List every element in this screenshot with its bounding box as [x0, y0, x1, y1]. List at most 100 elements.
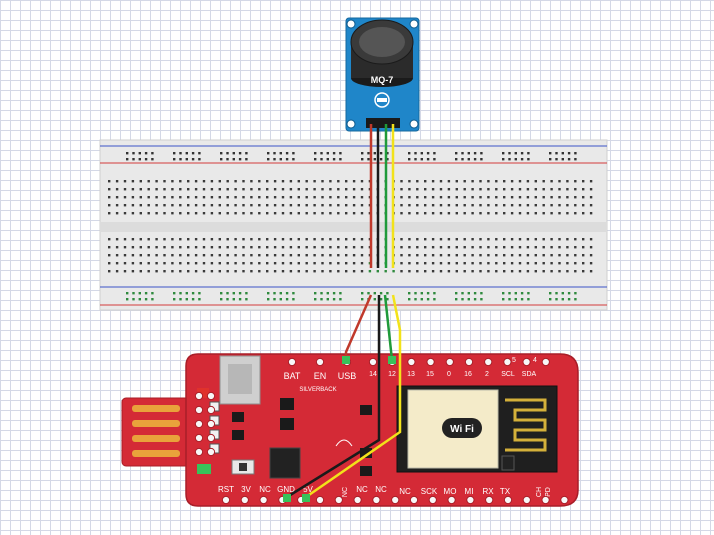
terminal-hole [337, 254, 340, 257]
rail-hole [455, 292, 458, 295]
terminal-hole [108, 246, 111, 249]
header-pad [315, 495, 325, 505]
terminal-hole [503, 246, 506, 249]
rail-hole [279, 298, 282, 301]
terminal-hole [574, 188, 577, 191]
rail-hole [326, 292, 329, 295]
header-pad [522, 495, 531, 505]
terminal-hole [273, 180, 277, 183]
header-pad [428, 495, 437, 505]
rail-hole [467, 158, 470, 161]
pin-label: RX [482, 487, 494, 496]
terminal-hole [360, 204, 364, 207]
rail-hole [138, 158, 141, 161]
terminal-hole [550, 204, 553, 207]
rail-hole [332, 152, 336, 155]
terminal-hole [179, 270, 182, 273]
terminal-hole [408, 270, 411, 273]
rail-hole [567, 158, 571, 161]
rail-hole [473, 292, 477, 295]
terminal-hole [424, 204, 427, 207]
rail-hole [232, 152, 235, 155]
terminal-hole [495, 188, 498, 191]
terminal-hole [408, 262, 411, 265]
led-component [197, 388, 209, 398]
terminal-hole [345, 270, 348, 273]
terminal-hole [147, 238, 150, 241]
terminal-hole [408, 180, 411, 183]
terminal-hole [479, 180, 482, 183]
rail-hole [332, 298, 336, 301]
pin-label: MO [444, 487, 457, 496]
rail-hole [386, 152, 389, 155]
sensor-pin-header [366, 118, 400, 128]
terminal-hole [139, 196, 142, 199]
terminal-hole [234, 270, 237, 273]
rail-hole [320, 158, 323, 161]
rail-hole [408, 152, 411, 155]
rail-hole [220, 292, 223, 295]
pin-number: 4 [533, 357, 537, 364]
terminal-hole [431, 238, 435, 241]
terminal-hole [345, 212, 348, 215]
terminal-hole [337, 196, 340, 199]
terminal-hole [115, 246, 119, 249]
terminal-hole [179, 254, 182, 257]
terminal-hole [424, 212, 427, 215]
terminal-hole [424, 270, 427, 273]
header-pads [194, 357, 569, 505]
terminal-hole [550, 238, 553, 241]
terminal-hole [510, 238, 514, 241]
terminal-hole [234, 212, 237, 215]
terminal-hole [471, 262, 474, 265]
rail-hole [514, 152, 517, 155]
rail-hole [191, 158, 195, 161]
rail-hole [151, 158, 154, 161]
rail-hole [433, 152, 436, 155]
terminal-hole [281, 262, 285, 265]
pin-label: CH [536, 487, 543, 497]
terminal-hole [542, 180, 545, 183]
rail-hole [386, 298, 389, 301]
terminal-hole [321, 254, 324, 257]
terminal-hole [534, 212, 537, 215]
terminal-hole [281, 204, 285, 207]
rail-hole [527, 158, 530, 161]
terminal-hole [289, 238, 293, 241]
terminal-hole [431, 180, 435, 183]
terminal-hole [163, 188, 166, 191]
terminal-hole [202, 270, 206, 273]
terminal-hole [455, 204, 458, 207]
rail-hole [379, 298, 383, 301]
terminal-hole [258, 188, 261, 191]
header-pad [541, 357, 550, 367]
terminal-hole [313, 204, 316, 207]
rail-holes [126, 152, 577, 161]
terminal-hole [345, 238, 348, 241]
terminal-hole [266, 180, 269, 183]
rail-hole [320, 298, 323, 301]
rail-hole [232, 298, 235, 301]
terminal-hole [463, 212, 466, 215]
terminal-hole [345, 188, 348, 191]
pin-label: SCL [501, 371, 515, 378]
header-pad [194, 405, 204, 415]
terminal-hole [534, 238, 537, 241]
terminal-hole [250, 188, 253, 191]
terminal-hole [439, 254, 443, 257]
terminal-hole [329, 262, 332, 265]
terminal-hole [266, 196, 269, 199]
rail-hole [502, 158, 505, 161]
terminal-hole [313, 180, 316, 183]
terminal-hole [250, 262, 253, 265]
terminal-hole [258, 212, 261, 215]
terminal-hole [416, 262, 419, 265]
terminal-hole [360, 254, 364, 257]
terminal-hole [566, 212, 569, 215]
terminal-hole [163, 196, 166, 199]
rail-hole [138, 152, 141, 155]
pin-label: 2 [485, 371, 489, 378]
terminal-hole [345, 262, 348, 265]
terminal-hole [352, 254, 356, 257]
terminal-hole [163, 246, 166, 249]
